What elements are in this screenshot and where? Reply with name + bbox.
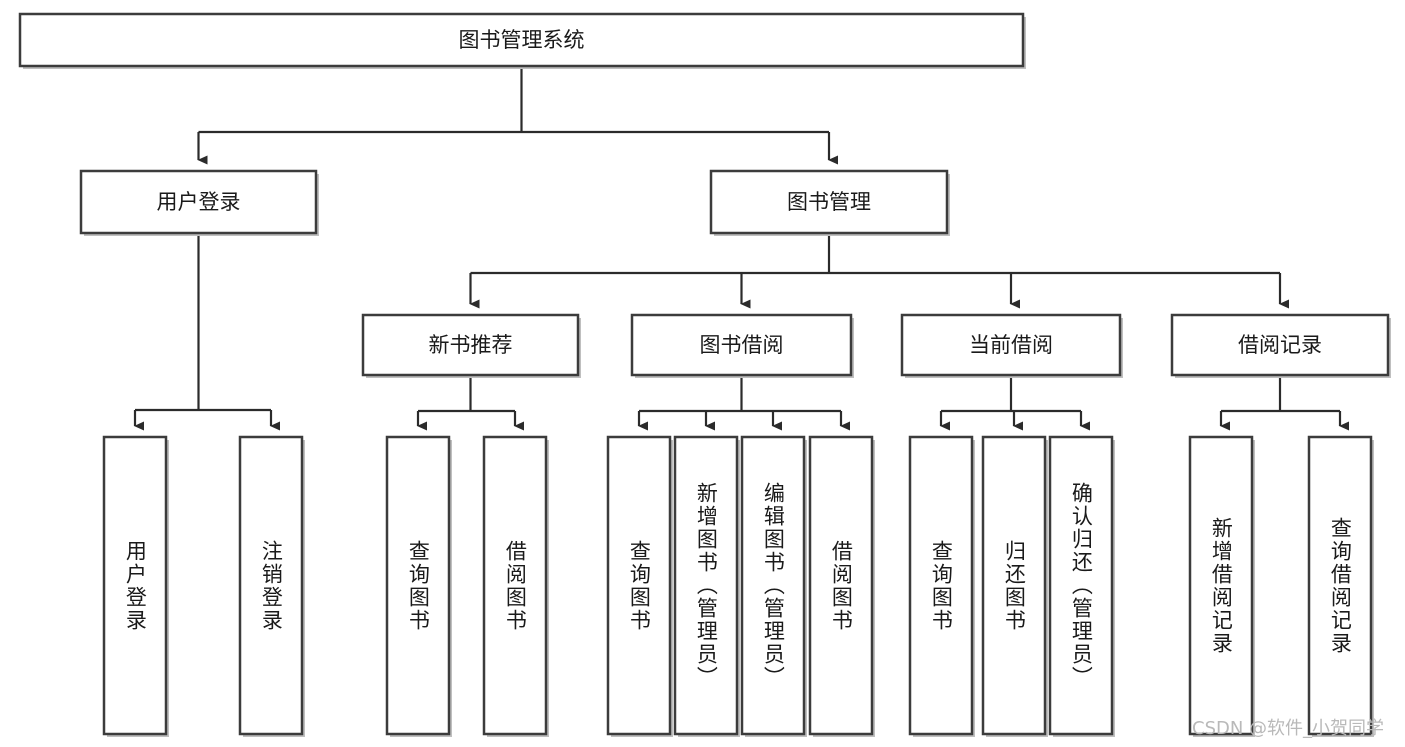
connectors-layer (133, 66, 1349, 431)
node-box-borrow-record[interactable] (1170, 313, 1390, 377)
node-box-leaf-query-book-rec[interactable] (385, 435, 451, 736)
node-label-user-login: 用户登录 (157, 190, 241, 214)
node-box-leaf-add-book-admin[interactable] (673, 435, 739, 736)
node-box-leaf-logout-login[interactable] (238, 435, 304, 736)
node-box-leaf-confirm-return-admin[interactable] (1048, 435, 1114, 736)
node-box-leaf-borrow-book-rec[interactable] (482, 435, 548, 736)
node-label-book-borrow: 图书借阅 (700, 333, 784, 357)
node-label-root: 图书管理系统 (459, 28, 585, 52)
node-box-new-book-rec[interactable] (361, 313, 580, 377)
node-box-leaf-borrow-book[interactable] (808, 435, 874, 736)
node-box-leaf-query-book-cur[interactable] (908, 435, 974, 736)
node-box-leaf-query-borrow-record[interactable] (1307, 435, 1373, 736)
node-label-borrow-record: 借阅记录 (1238, 333, 1322, 357)
node-box-leaf-add-borrow-record[interactable] (1188, 435, 1254, 736)
boxes-layer (18, 12, 1391, 737)
node-box-root[interactable] (18, 12, 1025, 68)
node-box-leaf-edit-book-admin[interactable] (740, 435, 806, 736)
node-box-book-manage[interactable] (709, 169, 949, 235)
node-box-leaf-user-login[interactable] (102, 435, 168, 736)
node-box-user-login[interactable] (79, 169, 318, 235)
node-label-book-manage: 图书管理 (787, 190, 871, 214)
node-label-current-borrow: 当前借阅 (969, 333, 1053, 357)
node-label-new-book-rec: 新书推荐 (429, 333, 513, 357)
node-box-leaf-query-book-borrow[interactable] (606, 435, 672, 736)
node-box-book-borrow[interactable] (630, 313, 853, 377)
node-box-current-borrow[interactable] (900, 313, 1122, 377)
node-box-leaf-return-book[interactable] (981, 435, 1047, 736)
